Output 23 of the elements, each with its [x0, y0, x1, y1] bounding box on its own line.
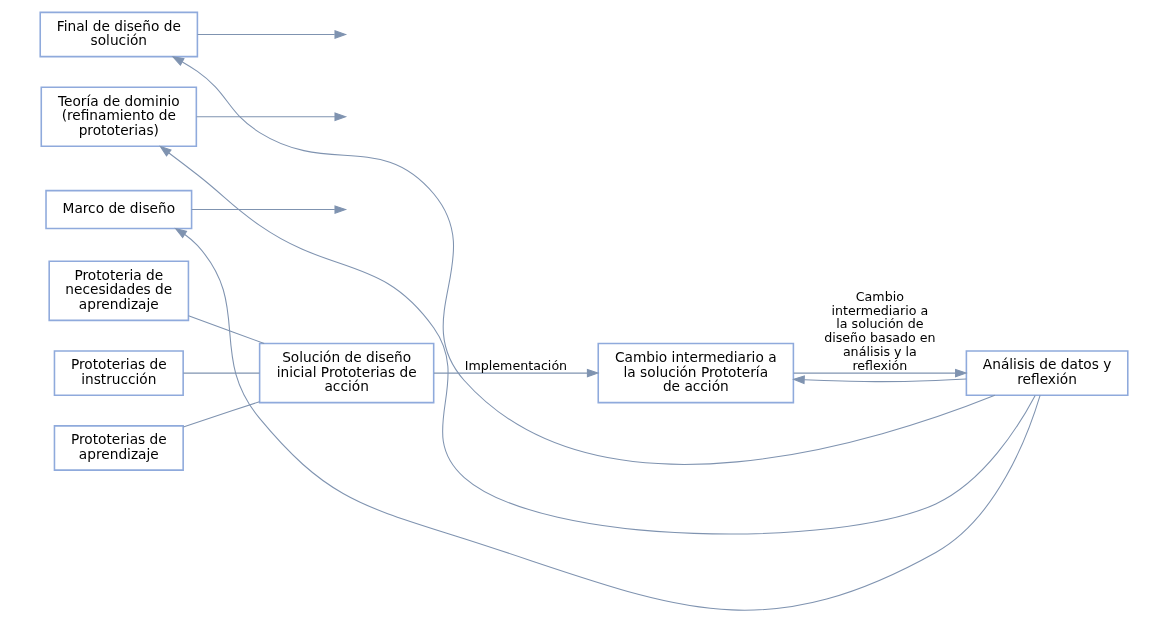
arrow — [197, 30, 348, 39]
arrow — [174, 227, 1041, 611]
node-box: Solución de diseño inicial Prototerias de acción — [258, 342, 435, 404]
node-box: Final de diseño de solución — [39, 11, 199, 58]
node-box: Prototerias de instrucción — [53, 350, 184, 397]
node-box: Análisis de datos y reflexión — [965, 350, 1129, 397]
edge-label: Implementación — [464, 357, 568, 373]
arrow — [793, 368, 968, 378]
connector — [188, 315, 265, 344]
arrow — [171, 56, 996, 465]
arrow — [159, 145, 1036, 535]
node-box: Prototerias de aprendizaje — [53, 425, 184, 471]
arrow — [433, 368, 600, 378]
edge-label: Cambio intermediario a la solución de diseño basado en análisis y la reflexión — [824, 288, 936, 373]
node-box: Cambio intermediario a la solución Prototería de acción — [597, 342, 795, 404]
arrow — [792, 375, 967, 385]
arrow — [191, 205, 348, 215]
arrow — [196, 112, 348, 122]
connector — [182, 372, 260, 374]
node-box: Marco de diseño — [45, 189, 193, 230]
connector — [182, 401, 260, 428]
node-box: Teoría de dominio (refinamiento de prototerias) — [40, 86, 198, 148]
node-box: Prototeria de necesidades de aprendizaje — [48, 260, 190, 322]
